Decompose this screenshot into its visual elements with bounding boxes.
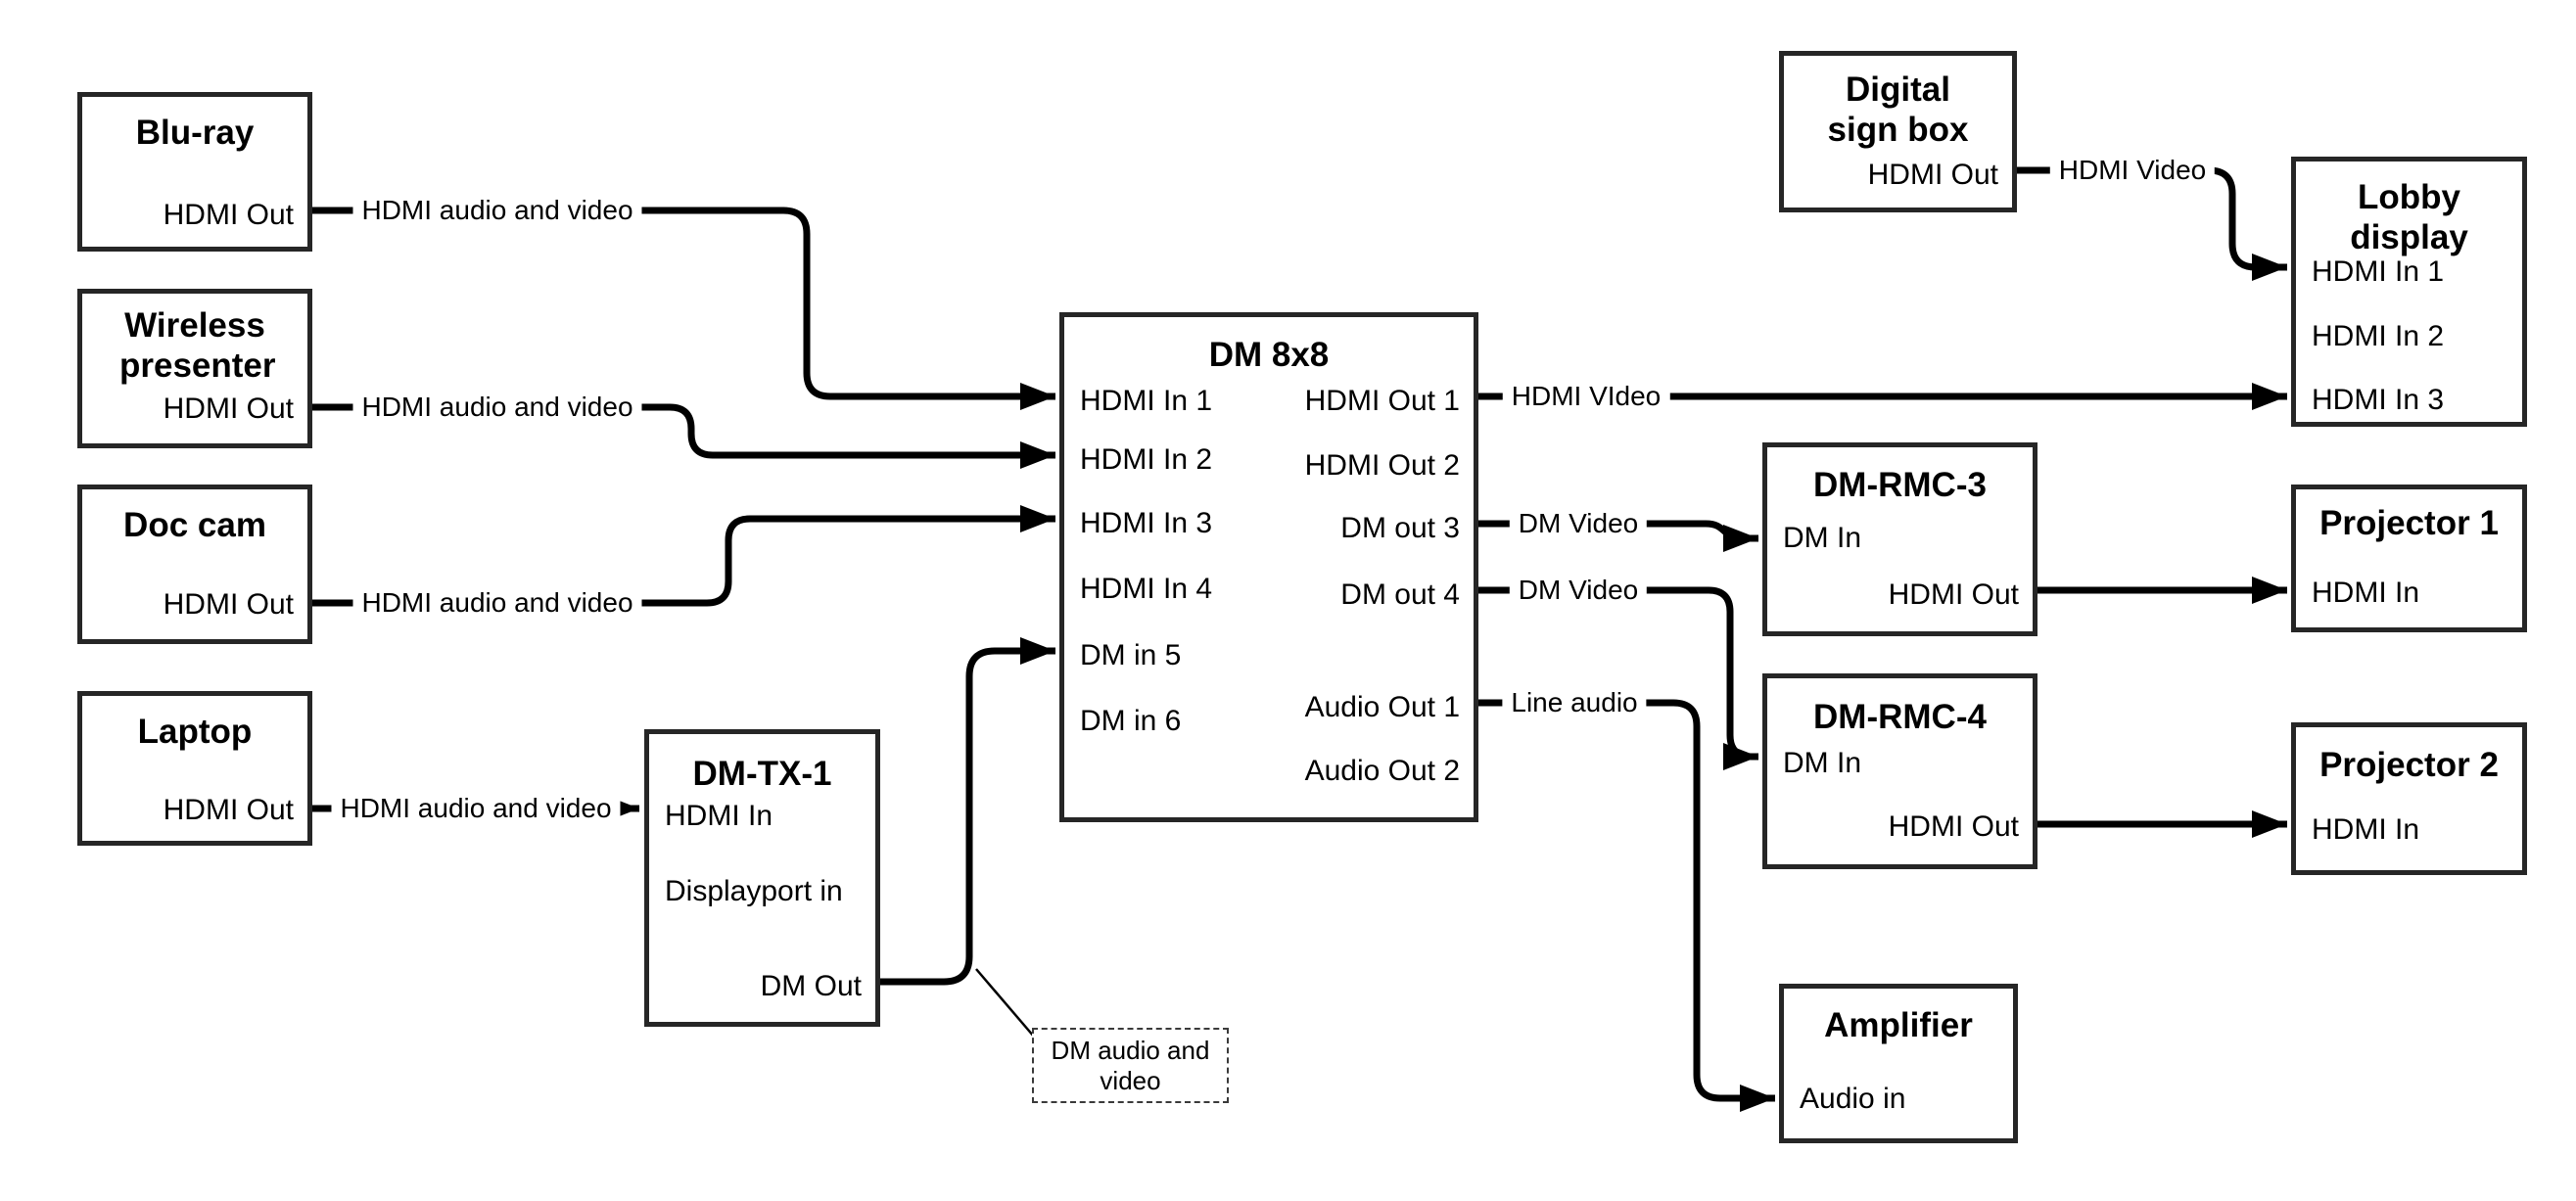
- wire-label-dm-video-out3: DM Video: [1509, 506, 1648, 541]
- wire-label-hdmi-av-laptop: HDMI audio and video: [331, 791, 621, 826]
- wire-dm8x8-out4-to-rmc4: [1478, 586, 1758, 770]
- wire-dmtx1-to-dm8x8-in5: [880, 637, 1055, 986]
- node-laptop: Laptop HDMI Out: [77, 691, 312, 846]
- node-title: Projector 2: [2319, 746, 2499, 784]
- port-dm-out-3: DM out 3: [1340, 512, 1460, 544]
- wire-label-hdmi-av-doccam: HDMI audio and video: [352, 585, 642, 621]
- port-dm-in: DM In: [1783, 522, 1862, 554]
- wire-label-hdmi-av-wireless: HDMI audio and video: [352, 390, 642, 425]
- annotation-leader-line: [975, 968, 1035, 1038]
- port-audio-out-2: Audio Out 2: [1304, 755, 1460, 787]
- node-dm-rmc-4: DM-RMC-4 DM In HDMI Out: [1762, 673, 2037, 869]
- port-dm-in-5: DM in 5: [1080, 639, 1182, 671]
- port-audio-out-1: Audio Out 1: [1304, 691, 1460, 723]
- port-hdmi-in-4: HDMI In 4: [1080, 573, 1213, 605]
- annotation-dm-audio-and-video: DM audio and video: [1032, 1028, 1229, 1103]
- wire-label-hdmi-av-bluray: HDMI audio and video: [352, 193, 642, 228]
- wire-label-hdmi-video-sign: HDMI Video: [2049, 153, 2216, 188]
- node-title: Wireless presenter: [119, 306, 276, 385]
- port-hdmi-in: HDMI In: [2312, 813, 2420, 846]
- node-lobby-display: Lobby display HDMI In 1 HDMI In 2 HDMI I…: [2291, 157, 2527, 427]
- wire-doccam-to-dm8x8-in3: [312, 505, 1055, 607]
- port-hdmi-in-2: HDMI In 2: [1080, 443, 1213, 476]
- node-amplifier: Amplifier Audio in: [1779, 984, 2018, 1143]
- wire-dm8x8-out3-to-rmc3: [1478, 520, 1758, 552]
- port-hdmi-in: HDMI In: [665, 800, 773, 832]
- port-dm-in-6: DM in 6: [1080, 705, 1182, 737]
- node-title: DM-RMC-3: [1813, 466, 1987, 504]
- node-wireless-presenter: Wireless presenter HDMI Out: [77, 289, 312, 448]
- node-title: Projector 1: [2319, 504, 2499, 542]
- wire-wireless-to-dm8x8-in2: [312, 403, 1055, 469]
- port-hdmi-in-1: HDMI In 1: [2312, 255, 2445, 288]
- node-doc-cam: Doc cam HDMI Out: [77, 485, 312, 644]
- port-hdmi-out-1: HDMI Out 1: [1304, 385, 1460, 417]
- port-hdmi-out-2: HDMI Out 2: [1304, 449, 1460, 482]
- annotation-text: DM audio and video: [1051, 1035, 1210, 1095]
- port-dm-in: DM In: [1783, 747, 1862, 779]
- node-title: Amplifier: [1824, 1006, 1973, 1044]
- node-dm-tx-1: DM-TX-1 HDMI In Displayport in DM Out: [644, 729, 880, 1027]
- port-hdmi-out: HDMI Out: [163, 199, 294, 231]
- node-digital-sign-box: Digital sign box HDMI Out: [1779, 51, 2017, 212]
- node-title: Laptop: [137, 713, 253, 751]
- node-title: Lobby display: [2350, 178, 2468, 256]
- port-hdmi-in-3: HDMI In 3: [2312, 384, 2445, 416]
- node-title: Digital sign box: [1827, 70, 1969, 149]
- wire-dm8x8-audio1-to-amplifier: [1478, 699, 1775, 1112]
- port-hdmi-out: HDMI Out: [1888, 810, 2019, 843]
- wire-label-dm-video-out4: DM Video: [1509, 573, 1648, 608]
- node-blu-ray: Blu-ray HDMI Out: [77, 92, 312, 252]
- node-title: Blu-ray: [135, 114, 255, 152]
- node-dm-8x8: DM 8x8 HDMI In 1 HDMI In 2 HDMI In 3 HDM…: [1059, 312, 1478, 822]
- port-hdmi-out: HDMI Out: [163, 794, 294, 826]
- port-dm-out: DM Out: [760, 970, 862, 1002]
- node-title: DM-RMC-4: [1813, 698, 1987, 736]
- port-hdmi-in: HDMI In: [2312, 577, 2420, 609]
- port-hdmi-in-3: HDMI In 3: [1080, 507, 1213, 539]
- port-hdmi-out: HDMI Out: [1888, 578, 2019, 611]
- port-hdmi-in-2: HDMI In 2: [2312, 320, 2445, 352]
- port-displayport-in: Displayport in: [665, 875, 843, 907]
- port-hdmi-out: HDMI Out: [1867, 159, 1998, 191]
- port-hdmi-out: HDMI Out: [163, 588, 294, 621]
- node-projector-1: Projector 1 HDMI In: [2291, 485, 2527, 632]
- port-hdmi-out: HDMI Out: [163, 393, 294, 425]
- node-dm-rmc-3: DM-RMC-3 DM In HDMI Out: [1762, 442, 2037, 636]
- port-hdmi-in-1: HDMI In 1: [1080, 385, 1213, 417]
- node-projector-2: Projector 2 HDMI In: [2291, 722, 2527, 875]
- wire-label-line-audio: Line audio: [1502, 685, 1647, 720]
- port-audio-in: Audio in: [1800, 1083, 1906, 1115]
- wire-label-hdmi-video-out1: HDMI VIdeo: [1502, 379, 1670, 414]
- node-title: Doc cam: [123, 506, 266, 544]
- port-dm-out-4: DM out 4: [1340, 578, 1460, 611]
- node-title: DM 8x8: [1208, 336, 1330, 374]
- node-title: DM-TX-1: [692, 755, 832, 793]
- wire-bluray-to-dm8x8-in1: [312, 207, 1055, 410]
- wire-digitalsign-to-lobby-in1: [2017, 166, 2287, 281]
